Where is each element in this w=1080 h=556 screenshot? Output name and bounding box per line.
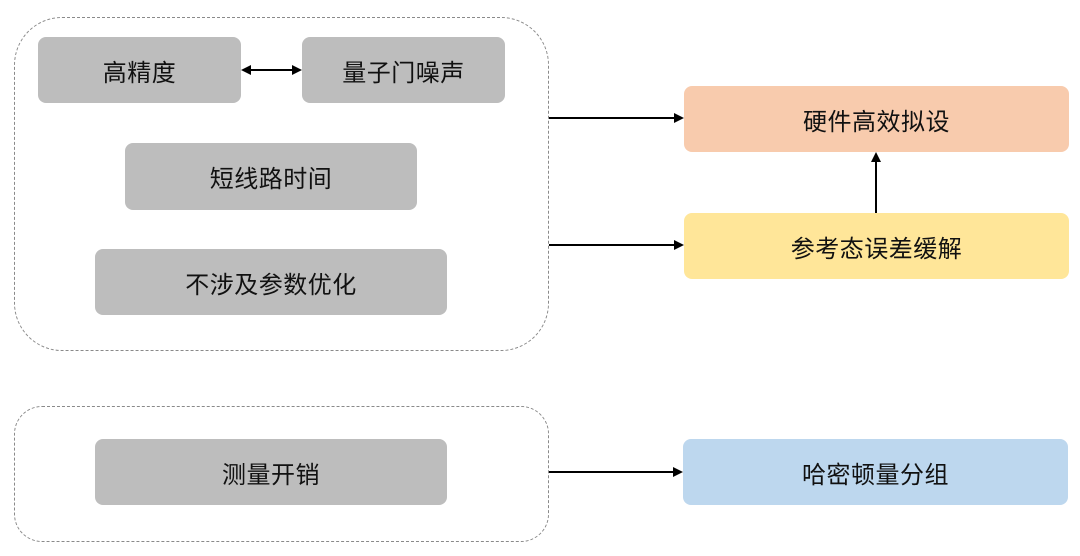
node-high-precision: 高精度: [38, 37, 241, 103]
bottom-group-container: [14, 406, 549, 542]
node-hardware-efficient-ansatz: 硬件高效拟设: [684, 86, 1069, 152]
node-measurement-overhead: 测量开销: [95, 439, 447, 505]
node-reference-state-error-mitigation: 参考态误差缓解: [684, 213, 1069, 279]
node-gate-noise: 量子门噪声: [302, 37, 505, 103]
node-short-circuit-time: 短线路时间: [125, 143, 417, 210]
node-hamiltonian-grouping: 哈密顿量分组: [683, 439, 1068, 505]
node-no-param-optimization: 不涉及参数优化: [95, 249, 447, 315]
top-group-container: [14, 17, 549, 351]
